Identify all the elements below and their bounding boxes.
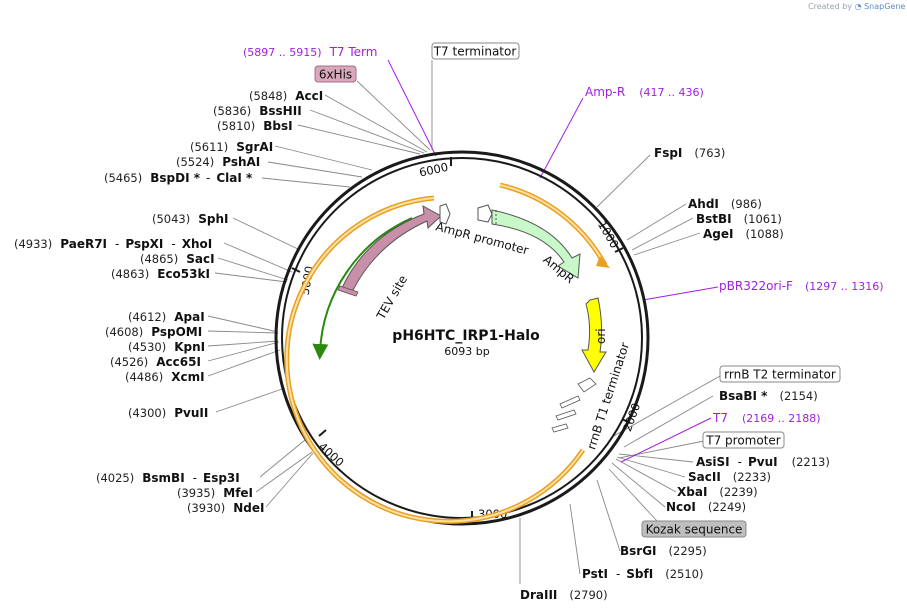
site-fspi[interactable]: FspI(763) [654, 146, 725, 160]
site-eco53ki[interactable]: (4863)Eco53kI [111, 267, 210, 281]
kozak-label: Kozak sequence [646, 523, 743, 537]
site-mfei[interactable]: (3935)MfeI [177, 486, 253, 500]
site-bsshii[interactable]: (5836)BssHII [213, 104, 302, 118]
site-asisi-pvui[interactable]: AsiSI-PvuI(2213) [696, 455, 830, 469]
ampr-feature[interactable] [491, 209, 581, 279]
ori-feature[interactable] [581, 297, 607, 374]
ori-label: ori [594, 328, 608, 344]
t7-promoter-box[interactable] [702, 431, 785, 449]
site-apai[interactable]: (4612)ApaI [128, 310, 205, 324]
backbone-inner [281, 157, 643, 519]
orf-arc-halo [312, 217, 413, 360]
tev-site-label: TEV site [373, 273, 410, 323]
site-kpni[interactable]: (4530)KpnI [128, 340, 205, 354]
site-paer7i-pspxi-xhoi[interactable]: (4933)PaeR7I-PspXI-XhoI [14, 237, 212, 251]
primer-t7[interactable]: T7(2169 .. 2188) [712, 411, 821, 425]
plasmid-name: pH6HTC_IRP1-Halo [392, 328, 540, 344]
backbone-outer [274, 150, 650, 526]
site-ndei[interactable]: (3930)NdeI [187, 501, 265, 515]
tick-2000: 2000 [620, 401, 643, 433]
small-feature-top[interactable] [439, 203, 451, 225]
terminator-feature[interactable] [577, 377, 597, 393]
site-ahdi[interactable]: AhdI(986) [688, 197, 762, 211]
site-pspomi[interactable]: (4608)PspOMI [105, 325, 202, 339]
sixxhis-box[interactable] [314, 65, 357, 83]
site-draiii[interactable]: DraIII(2790) [520, 588, 608, 602]
site-xbai[interactable]: XbaI(2239) [677, 485, 758, 499]
snapgene-logo-icon: ◔ [854, 2, 862, 11]
site-bstbi[interactable]: BstBI(1061) [696, 212, 782, 226]
rrnb-t2-label: rrnB T2 terminator [724, 368, 836, 382]
site-bbsi[interactable]: (5810)BbsI [217, 119, 293, 133]
primer-leaders [387, 59, 719, 463]
t7-terminator-box[interactable] [431, 42, 520, 60]
snapgene-credit: Created by ◔ SnapGene [808, 2, 906, 11]
primer-t7term[interactable]: (5897 .. 5915)T7 Term [243, 45, 377, 59]
t7-promoter-label: T7 promoter [705, 434, 781, 448]
ampr-promoter-feature[interactable] [477, 204, 493, 223]
rrnb-t2-box[interactable] [719, 365, 841, 383]
kozak-box[interactable] [641, 520, 747, 538]
site-pvuii[interactable]: (4300)PvuII [128, 406, 208, 420]
site-sphi[interactable]: (5043)SphI [152, 212, 229, 226]
primer-ampr[interactable]: Amp-R(417 .. 436) [585, 85, 704, 99]
halotag-feature[interactable] [341, 205, 442, 293]
primer-pbr322ori[interactable]: pBR322ori-F(1297 .. 1316) [719, 279, 884, 293]
tick-marks [291, 157, 631, 520]
leader-lines [207, 60, 721, 584]
site-pshai[interactable]: (5524)PshAI [176, 155, 260, 169]
tick-6000: 6000 [418, 160, 450, 180]
sites-right: FspI(763) AhdI(986) BstBI(1061) AgeI(108… [520, 146, 830, 602]
site-bsabi[interactable]: BsaBI *(2154) [719, 389, 818, 403]
site-acc65i[interactable]: (4526)Acc65I [110, 355, 201, 369]
site-saci[interactable]: (4865)SacI [140, 252, 215, 266]
sites-left: (5848)AccI (5836)BssHII (5810)BbsI (5611… [14, 89, 323, 515]
sixxhis-label: 6xHis [319, 68, 352, 82]
site-sgrai[interactable]: (5611)SgrAI [190, 140, 273, 154]
plasmid-size: 6093 bp [444, 345, 489, 358]
site-bspdi-clai[interactable]: (5465)BspDI *-ClaI * [104, 171, 253, 185]
t7-terminator-label: T7 terminator [433, 45, 517, 59]
site-agei[interactable]: AgeI(1088) [703, 227, 784, 241]
site-ncoi[interactable]: NcoI(2249) [666, 500, 746, 514]
site-psti-sbfi[interactable]: PstI-SbfI(2510) [582, 567, 703, 581]
site-bsmbi-esp3i[interactable]: (4025)BsmBI-Esp3I [96, 471, 240, 485]
site-sacii[interactable]: SacII(2233) [688, 470, 771, 484]
tev-site-feature[interactable] [337, 285, 359, 297]
site-bsrgi[interactable]: BsrGI(2295) [620, 544, 707, 558]
site-acci[interactable]: (5848)AccI [249, 89, 323, 103]
site-xcmi[interactable]: (4486)XcmI [125, 370, 205, 384]
